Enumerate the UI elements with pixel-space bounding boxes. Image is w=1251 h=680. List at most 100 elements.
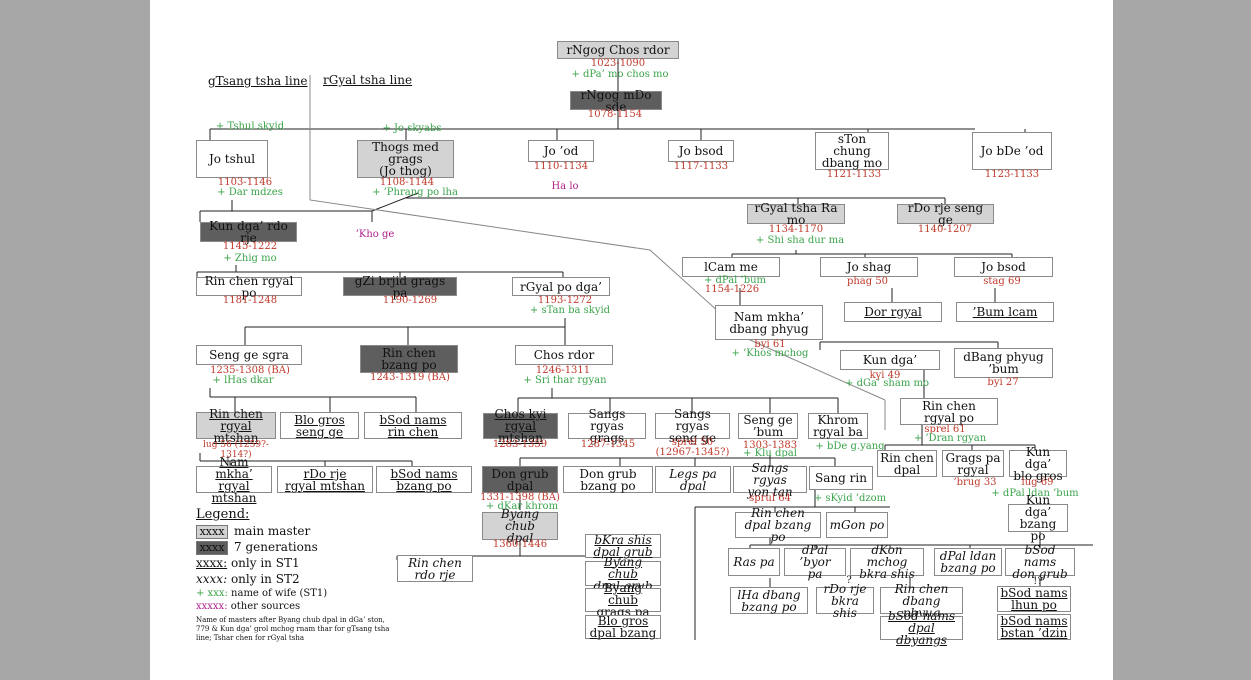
legend-st1-key: xxxx: <box>196 556 228 570</box>
node-bsod-nams-don-grub[interactable]: bSod nams don grub <box>1005 544 1075 580</box>
node-bsod-nams-rin-chen[interactable]: bSod nams rin chen <box>364 412 462 439</box>
note-kun-dga-blo-gros-lug: lug 69 <box>1021 477 1054 488</box>
node-dbang-phyug-bum[interactable]: dBang phyug ’bum <box>954 348 1053 378</box>
node-bsod-nams-dpal-dbyangs[interactable]: bSod nams dpal dbyangs <box>880 610 963 646</box>
note-chos-rdor-wife: + dPa’ mo chos mo <box>571 69 669 80</box>
node-jo-shag[interactable]: Jo shag <box>820 257 918 277</box>
note-rdo-rje-seng-ge-dates: 1140-1207 <box>917 224 973 235</box>
legend-wife-label: name of wife (ST1) <box>231 588 328 599</box>
note-thogs-med-wife: + ’Phrang po lha <box>372 187 458 198</box>
note-rin-chen-rgyal-po-2-wife: + ’Dran rgyan <box>913 433 987 444</box>
node-rin-chen-rdo-rje[interactable]: Rin chen rdo rje <box>397 555 473 582</box>
note-jo-tshul-wife: + Dar mdzes <box>217 187 283 198</box>
node-legs-pa-dpal[interactable]: Legs pa dpal <box>655 466 731 493</box>
legend-st1-label: only in ST1 <box>230 556 300 570</box>
node-rin-chen-rgyal-po[interactable]: Rin chen rgyal po <box>196 275 302 299</box>
legend-title: Legend: <box>196 507 250 522</box>
node-mgon-po[interactable]: mGon po <box>826 512 888 538</box>
note-byang-chub-dpal-dates: 1360-1446 <box>492 539 548 550</box>
legend-other-label: other sources <box>230 601 301 612</box>
node-byang-chub-dpal[interactable]: Byang chub dpal <box>482 508 558 544</box>
legend-wife: + xxx: name of wife (ST1) <box>196 587 396 600</box>
legend-main-master-label: main master <box>234 524 311 538</box>
node-rdo-rje-rgyal-mtshan[interactable]: rDo rje rgyal mtshan <box>277 466 373 493</box>
node-ston-chung-dbang-mo[interactable]: sTon chung dbang mo <box>815 132 889 170</box>
node-dpal-ldan-bzang-po[interactable]: dPal ldan bzang po <box>934 548 1002 576</box>
note-rin-chen-rgyal-mtshan-dates: lug 56 (1259?- 1314?) <box>203 440 269 460</box>
node-don-grub-bzang-po[interactable]: Don grub bzang po <box>563 466 653 493</box>
node-rin-chen-rgyal-mtshan[interactable]: Rin chen rgyal mtshan <box>196 408 276 444</box>
node-kun-dga-2[interactable]: Kun dga’ <box>840 350 940 370</box>
node-sangs-rgyas-grags[interactable]: Sangs rgyas grags <box>568 408 646 444</box>
note-ra-mo-wife: + Shi sha dur ma <box>755 235 845 246</box>
node-rdo-rje-bkra-shis[interactable]: rDo rje bkra shis <box>816 583 874 619</box>
note-kun-dga-2-kyi: kyi 49 <box>869 370 901 381</box>
note-lcam-me-dates: 1154-1226 <box>704 284 760 295</box>
node-blo-gros-dpal-bzang[interactable]: Blo gros dpal bzang <box>585 615 661 639</box>
node-rin-chen-dpal[interactable]: Rin chen dpal <box>877 450 937 477</box>
node-sangs-rgyas-seng-ge[interactable]: Sangs rgyas seng ge <box>655 408 730 444</box>
note-rin-chen-rgyal-po-dates: 1181-1248 <box>222 295 278 306</box>
legend-seven-gen-label: 7 generations <box>234 540 318 554</box>
note-grags-pa-brug: ’brug 33 <box>953 477 997 488</box>
node-jo-od[interactable]: Jo ’od <box>528 140 594 162</box>
note-rin-chen-bzang-po-dates: 1243-1319 (BA) <box>370 372 450 383</box>
note-nam-mkha-wife: + ’Khos mchog <box>731 348 809 359</box>
node-bsod-nams-lhun-po[interactable]: bSod nams lhun po <box>997 586 1071 612</box>
node-chos-rdor-2[interactable]: Chos rdor <box>515 345 613 365</box>
node-bsod-nams-bzang-po[interactable]: bSod nams bzang po <box>376 466 472 493</box>
node-ngog-chos-rdor[interactable]: rNgog Chos rdor <box>557 41 679 59</box>
node-seng-ge-sgra[interactable]: Seng ge sgra <box>196 345 302 365</box>
note-chos-rdor-dates: 1023-1090 <box>590 58 646 69</box>
gyal-tsha-line-label: rGyal tsha line <box>323 73 413 87</box>
node-grags-pa-rgyal[interactable]: Grags pa rgyal <box>942 450 1004 477</box>
node-nam-mkha-rgyal-mtshan[interactable]: Nam mkha’ rgyal mtshan <box>196 456 272 504</box>
node-kun-dga-bzang-po[interactable]: Kun dga’ bzang po <box>1008 494 1068 542</box>
legend-st2: xxxx: only in ST2 <box>196 571 396 587</box>
note-seng-ge-bum-dates: 1303-1383 <box>742 440 798 451</box>
node-lcam-me[interactable]: lCam me <box>682 257 780 277</box>
node-dpal-byor-pa[interactable]: dPal ’byor pa <box>784 544 846 580</box>
node-chos-kyi-rgyal-mtshan[interactable]: Chos kyi rgyal mtshan <box>483 408 558 444</box>
node-bkra-shis-dpal-grub[interactable]: bKra shis dpal grub <box>585 534 661 558</box>
node-dkon-mchog-bkra-shis[interactable]: dKon mchog bkra shis <box>850 544 924 580</box>
node-rdo-rje-seng-ge[interactable]: rDo rje seng ge <box>897 202 994 226</box>
note-nam-mkha-byi: byi 61 <box>754 339 786 350</box>
node-ras-pa[interactable]: Ras pa <box>728 548 780 576</box>
node-jo-bde-od[interactable]: Jo bDe ’od <box>972 132 1052 170</box>
note-sangs-rgyas-seng-ge-dates: sprel 50 (12967-1345?) <box>655 437 730 458</box>
legend-footnote: Name of masters after Byang chub dpal in… <box>196 616 390 642</box>
legend-st2-key: xxxx: <box>196 572 228 586</box>
node-dor-rgyal[interactable]: Dor rgyal <box>844 302 942 322</box>
note-jo-shag-phag: phag 50 <box>846 276 889 287</box>
node-sang-rin[interactable]: Sang rin <box>809 466 873 490</box>
node-seng-ge-bum[interactable]: Seng ge ’bum <box>738 413 798 439</box>
node-rgyal-po-dga[interactable]: rGyal po dga’ <box>512 277 610 296</box>
node-thogs-med-grags[interactable]: Thogs med grags (Jo thog) <box>357 140 454 178</box>
node-jo-tshul[interactable]: Jo tshul <box>196 140 268 178</box>
node-nam-mkha-dbang-phyug[interactable]: Nam mkha’ dbang phyug <box>715 305 823 340</box>
node-kun-dga-blo-gros[interactable]: Kun dga’ blo gros <box>1009 446 1067 482</box>
note-mdo-sde-dates: 1078-1154 <box>587 109 643 120</box>
note-yon-tan-sprul: sprul 64 <box>749 493 791 504</box>
note-jo-tshul-dates: 1103-1146 <box>217 177 273 188</box>
node-khrom-rgyal-ba[interactable]: Khrom rgyal ba <box>808 413 868 439</box>
node-bsod-nams-bstan-dzin[interactable]: bSod nams bstan ’dzin <box>997 614 1071 640</box>
note-sang-rin-wife: + sKyid ’dzom <box>813 493 887 504</box>
node-don-grub-dpal[interactable]: Don grub dpal <box>482 466 558 493</box>
node-bum-lcam[interactable]: ’Bum lcam <box>956 302 1054 322</box>
node-jo-bsod-2[interactable]: Jo bsod <box>954 257 1053 277</box>
node-gzi-brjid-grags-pa[interactable]: gZi brjid grags pa <box>343 275 457 299</box>
node-blo-gros-seng-ge[interactable]: Blo gros seng ge <box>280 412 359 439</box>
node-sangs-rgyas-yon-tan[interactable]: Sangs rgyas yon tan <box>733 462 807 498</box>
node-kun-dga-rdo-rje[interactable]: Kun dga’ rdo rje <box>200 220 297 244</box>
node-ngog-mdo-sde[interactable]: rNgog mDo sde <box>570 89 662 113</box>
node-rin-chen-rgyal-po-2[interactable]: Rin chen rgyal po <box>900 398 998 425</box>
node-rin-chen-bzang-po[interactable]: Rin chen bzang po <box>360 345 458 373</box>
node-lha-dbang-bzang-po[interactable]: lHa dbang bzang po <box>730 587 808 614</box>
node-gyal-tsha-ra-mo[interactable]: rGyal tsha Ra mo <box>747 202 845 226</box>
note-exclaim-question: !? <box>1033 576 1043 587</box>
node-rin-chen-dpal-bzang-po[interactable]: Rin chen dpal bzang po <box>735 507 821 543</box>
node-jo-bsod[interactable]: Jo bsod <box>668 140 734 162</box>
node-byang-chub-grags-pa[interactable]: Byang chub grags pa <box>585 582 661 618</box>
